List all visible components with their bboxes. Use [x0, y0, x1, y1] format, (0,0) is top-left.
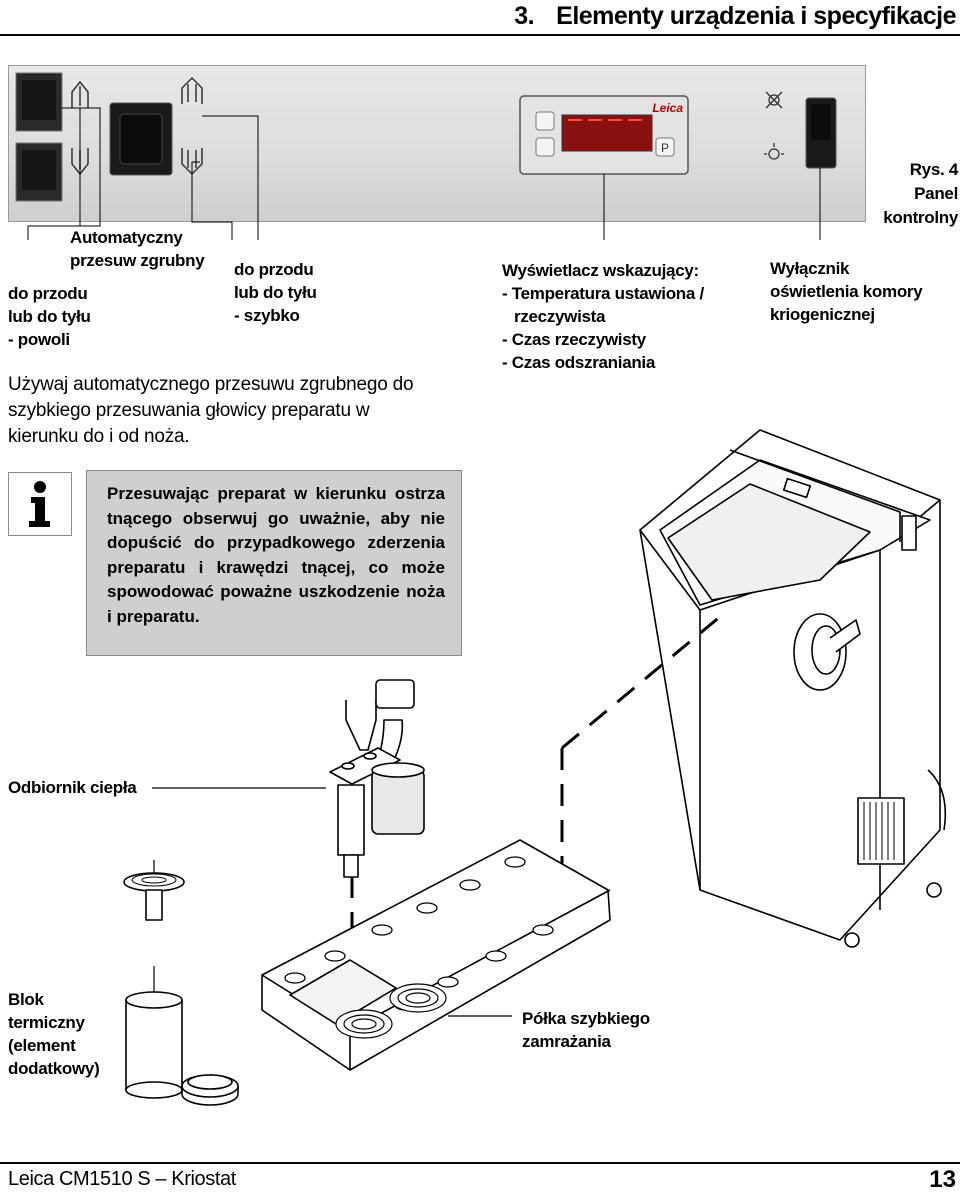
control-panel-drawing: P Leica	[15, 72, 837, 240]
section-title: Elementy urządzenia i specyfikacje	[556, 2, 956, 30]
slow-move-label: do przodu lub do tyłu - powoli	[8, 282, 91, 351]
warning-note: Przesuwając preparat w kierunku ostrza t…	[86, 470, 462, 656]
label-line: Półka szybkiego	[522, 1009, 650, 1028]
label-line: lub do tyłu	[8, 307, 91, 326]
paragraph-line: kierunku do i od noża.	[8, 426, 190, 447]
caption-line: kontrolny	[883, 208, 958, 227]
label-line: - Temperatura ustawiona /	[502, 284, 704, 303]
heat-sink-label: Odbiornik ciepła	[8, 776, 137, 799]
display-p-key: P	[661, 141, 669, 155]
label-line: lub do tyłu	[234, 283, 317, 302]
footer-rule	[0, 1162, 960, 1164]
label-line: przesuw zgrubny	[70, 251, 205, 270]
usage-paragraph: Używaj automatycznego przesuwu zgrubnego…	[8, 372, 478, 450]
label-line: zamrażania	[522, 1032, 611, 1051]
label-line: oświetlenia komory	[770, 282, 923, 301]
label-line: - szybko	[234, 306, 300, 325]
paragraph-line: Używaj automatycznego przesuwu zgrubnego…	[8, 374, 414, 395]
label-line: do przodu	[8, 284, 88, 303]
label-line: Wyłącznik	[770, 259, 850, 278]
light-switch-label: Wyłącznik oświetlenia komory kriogeniczn…	[770, 257, 923, 326]
label-line: - Czas odszraniania	[502, 353, 656, 372]
label-line: dodatkowy)	[8, 1059, 100, 1078]
label-line: Wyświetlacz wskazujący:	[502, 261, 699, 280]
label-line: - powoli	[8, 330, 70, 349]
caption-line: Panel	[914, 184, 958, 203]
cryostat-illustration	[123, 429, 947, 1106]
label-line: rzeczywista	[514, 307, 606, 326]
label-line: termiczny	[8, 1013, 85, 1032]
label-line: kriogenicznej	[770, 305, 875, 324]
label-line: Automatyczny	[70, 228, 183, 247]
header-rule	[0, 34, 960, 36]
page-number: 13	[929, 1166, 956, 1193]
fast-move-label: do przodu lub do tyłu - szybko	[234, 258, 317, 327]
freezing-shelf-label: Półka szybkiego zamrażania	[522, 1007, 650, 1053]
label-line: (element	[8, 1036, 76, 1055]
label-line: - Czas rzeczywisty	[502, 330, 646, 349]
info-icon	[8, 472, 72, 536]
display-label: Wyświetlacz wskazujący: - Temperatura us…	[502, 259, 704, 374]
warning-text: Przesuwając preparat w kierunku ostrza t…	[107, 484, 445, 626]
display-logo: Leica	[652, 101, 683, 115]
paragraph-line: szybkiego przesuwania głowicy preparatu …	[8, 400, 370, 421]
thermal-block-label: Blok termiczny (element dodatkowy)	[8, 988, 100, 1080]
figure-caption: Rys. 4 Panel kontrolny	[872, 158, 958, 230]
section-header: 3. Elementy urządzenia i specyfikacje	[470, 2, 956, 31]
label-line: Odbiornik ciepła	[8, 778, 137, 797]
footer-product: Leica CM1510 S – Kriostat	[8, 1168, 236, 1190]
section-number: 3.	[514, 2, 535, 30]
caption-number: Rys. 4	[909, 160, 959, 179]
auto-coarse-label: Automatyczny przesuw zgrubny	[70, 226, 205, 272]
label-line: Blok	[8, 990, 44, 1009]
label-line: do przodu	[234, 260, 314, 279]
